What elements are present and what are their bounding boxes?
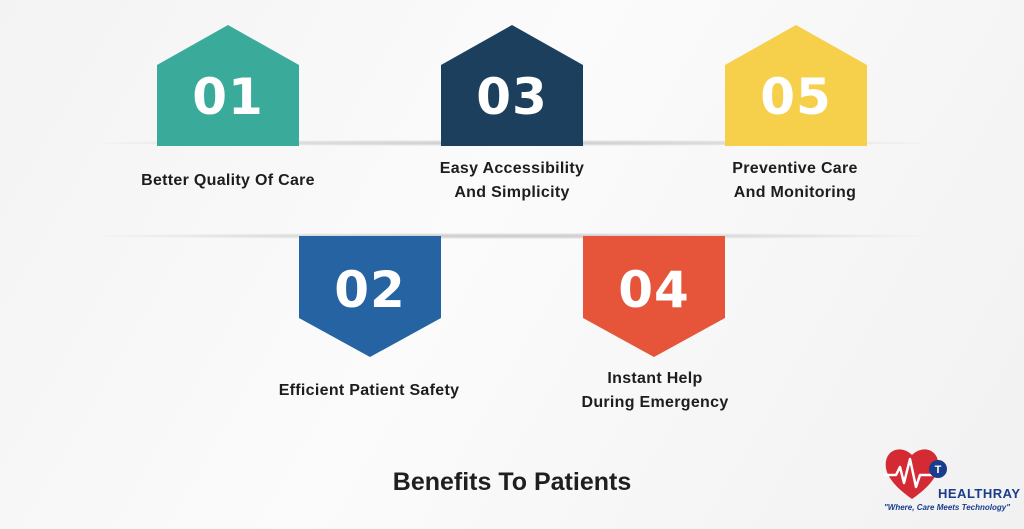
- label-04: Instant Help During Emergency: [535, 367, 775, 415]
- label-03-line-1: Easy Accessibility: [439, 160, 585, 177]
- logo-name: HEALTHRAY: [938, 486, 1021, 501]
- svg-text:T: T: [935, 464, 942, 476]
- label-03: Easy Accessibility And Simplicity: [392, 157, 632, 205]
- label-01-line-1: Better Quality Of Care: [141, 172, 315, 189]
- pentagon-03: 03: [441, 25, 583, 146]
- label-01: Better Quality Of Care: [108, 169, 348, 193]
- step-number-02: 02: [334, 261, 406, 319]
- pentagon-05: 05: [725, 25, 867, 146]
- pentagon-01: 01: [157, 25, 299, 146]
- label-05-line-2: And Monitoring: [733, 184, 857, 201]
- label-04-line-2: During Emergency: [581, 394, 729, 411]
- step-number-03: 03: [476, 68, 548, 126]
- page-title: Benefits To Patients: [392, 468, 632, 496]
- divider-bottom: [104, 233, 922, 239]
- healthray-logo: T: [882, 443, 1010, 523]
- label-04-line-1: Instant Help: [607, 370, 703, 387]
- label-02: Efficient Patient Safety: [249, 379, 489, 403]
- house-shape-up-01: [157, 25, 299, 146]
- step-number-01: 01: [192, 68, 264, 126]
- house-shape-up-03: [441, 25, 583, 146]
- house-shape-down-02: [299, 236, 441, 357]
- step-number-05: 05: [760, 68, 832, 126]
- house-shape-down-04: [583, 236, 725, 357]
- label-05-line-1: Preventive Care: [732, 160, 858, 177]
- pentagon-02: 02: [299, 236, 441, 357]
- label-03-line-2: And Simplicity: [454, 184, 570, 201]
- heart-pulse-icon: T: [884, 449, 947, 499]
- house-shape-up-05: [725, 25, 867, 146]
- pentagon-04: 04: [583, 236, 725, 357]
- label-05: Preventive Care And Monitoring: [675, 157, 915, 205]
- logo-tagline: "Where, Care Meets Technology": [884, 503, 1010, 512]
- step-number-04: 04: [618, 261, 690, 319]
- label-02-line-1: Efficient Patient Safety: [278, 382, 460, 399]
